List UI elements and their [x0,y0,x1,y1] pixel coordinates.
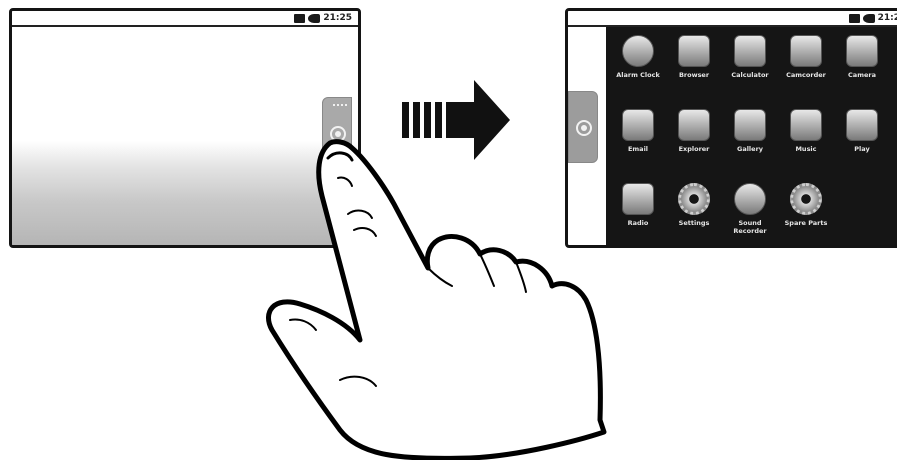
hand-gesture-icon [0,0,897,460]
